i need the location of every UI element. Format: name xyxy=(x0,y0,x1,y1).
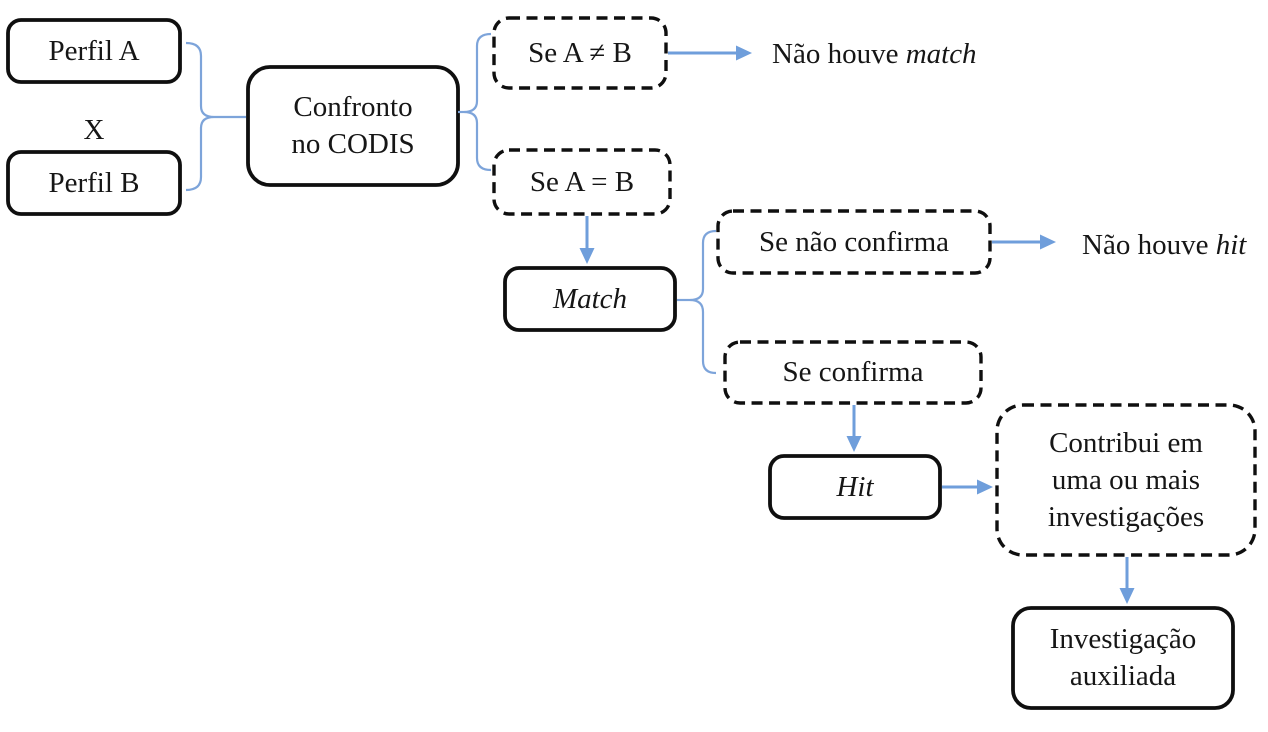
investigacao-auxiliada-label: Investigação auxiliada xyxy=(1049,623,1197,692)
outcome-no-hit-prefix: Não houve xyxy=(1082,229,1216,261)
investigacao-auxiliada-box xyxy=(1011,606,1235,710)
brace-confronto-to-conditions xyxy=(463,32,492,172)
outcome-no-hit-text: Não houve hit xyxy=(1082,226,1268,264)
hit-label: Hit xyxy=(836,470,874,503)
hit-box xyxy=(768,454,942,520)
confronto-codis-box xyxy=(246,65,460,187)
se-a-igual-b-box xyxy=(492,148,672,216)
se-nao-confirma-label: Se não confirma xyxy=(758,225,950,258)
arrow-to-investigacao-head xyxy=(1119,588,1135,604)
match-box xyxy=(503,266,677,332)
outcome-no-hit-emphasis: hit xyxy=(1215,229,1247,261)
se-a-diferente-b-label: Se A ≠ B xyxy=(528,36,632,69)
se-confirma-label: Se confirma xyxy=(782,356,924,388)
se-a-igual-b-label: Se A = B xyxy=(529,165,635,198)
arrow-hit-to-contribui-head xyxy=(977,479,993,495)
outcome-no-match-text: Não houve match xyxy=(772,35,1032,73)
se-nao-confirma-box xyxy=(716,209,992,275)
arrow-to-match-head xyxy=(579,248,595,264)
versus-label: X xyxy=(83,113,105,146)
brace-match-to-conditions xyxy=(689,229,717,375)
se-a-diferente-b-box xyxy=(492,16,668,90)
arrow-no-hit-head xyxy=(1040,234,1056,250)
se-confirma-box xyxy=(723,340,983,405)
perfil-a-box xyxy=(6,18,182,84)
outcome-no-match-prefix: Não houve xyxy=(772,38,906,70)
contribui-investigacoes-label: Contribui em uma ou mais investigações xyxy=(1047,426,1205,533)
match-label: Match xyxy=(552,282,628,315)
arrow-to-hit-head xyxy=(846,436,862,452)
confronto-codis-label: Confronto no CODIS xyxy=(291,91,415,160)
perfil-b-box xyxy=(6,150,182,216)
arrow-no-match-head xyxy=(736,45,752,61)
brace-perfis-to-confronto xyxy=(185,41,215,192)
outcome-no-match-emphasis: match xyxy=(905,38,977,70)
perfil-a-label: Perfil A xyxy=(48,34,140,67)
perfil-b-label: Perfil B xyxy=(48,166,140,199)
